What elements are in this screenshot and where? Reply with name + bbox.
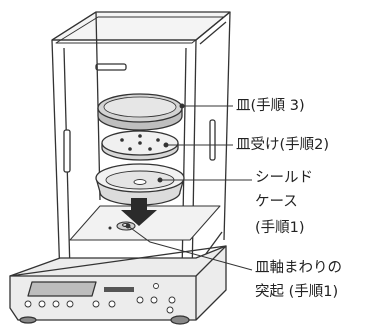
pan-receiver-part [101,130,179,161]
shield-case-label-line2: ケース [255,194,298,210]
pan-part [97,93,183,131]
pan-label: 皿(手順 3) [236,98,305,114]
shield-case-label-line3: (手順1) [255,220,305,236]
shield-case-label-line1: シールド [255,170,313,186]
leader-lines [125,103,253,271]
pan-receiver-label: 皿受け(手順2) [236,137,330,153]
draft-shield [51,11,231,281]
shaft-protrusion-label-line1: 皿軸まわりの [255,260,342,276]
shield-case-part [95,163,185,206]
shaft-protrusion-label-line2: 突起 (手順1) [255,284,339,300]
install-arrow [121,198,157,226]
balance-base [9,245,227,325]
